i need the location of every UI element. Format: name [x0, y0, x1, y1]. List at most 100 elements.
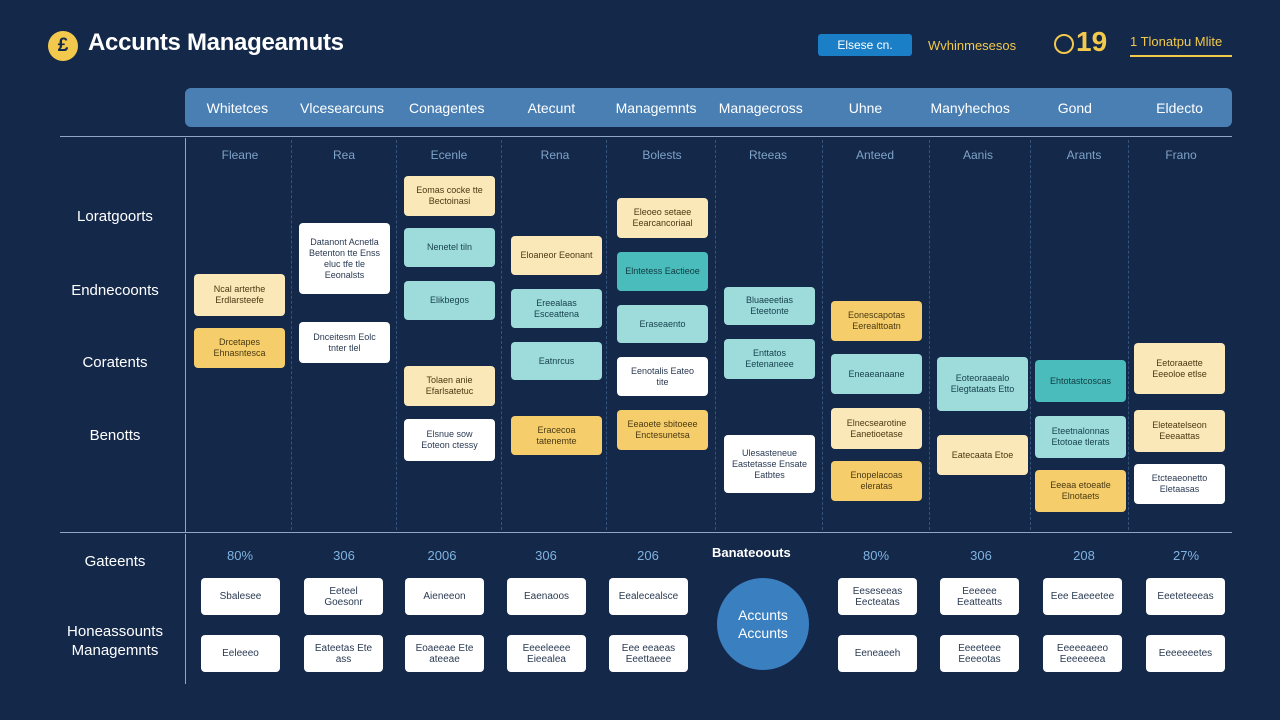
task-card[interactable]: Enttatos Eetenaneee: [724, 339, 815, 379]
column-percentage: 27%: [1172, 548, 1200, 563]
summary-card[interactable]: Eeteel Goesonr: [304, 578, 383, 615]
row-label: Endnecoonts: [71, 282, 159, 299]
summary-card[interactable]: Eateetas Ete ass: [304, 635, 383, 672]
column-subheader: Rteeas: [748, 148, 788, 162]
task-card[interactable]: Tolaen anie Efarlsatetuc: [404, 366, 495, 406]
column-subheader: Rea: [332, 148, 355, 162]
task-card[interactable]: Eeeaa etoeatle Elnotaets: [1035, 470, 1126, 512]
column-header[interactable]: Managecross: [718, 99, 803, 116]
row-label: Coratents: [82, 354, 148, 371]
column-divider: [929, 140, 930, 530]
bottom-section-title: Banateoouts: [712, 545, 791, 560]
column-divider: [396, 140, 397, 530]
column-header[interactable]: Manyhechos: [930, 99, 1010, 116]
app-title: Accunts Manageamuts: [88, 29, 344, 56]
column-divider: [501, 140, 502, 530]
column-percentage: 306: [970, 548, 992, 563]
column-header[interactable]: Uhne: [848, 99, 883, 116]
column-percentage: 206: [637, 548, 659, 563]
task-card[interactable]: Eomas cocke tte Bectoinasi: [404, 176, 495, 216]
task-card[interactable]: Bluaeeetias Eteetonte: [724, 287, 815, 325]
summary-card[interactable]: Eeeeleeee Eieealea: [507, 635, 586, 672]
column-divider: [1128, 140, 1129, 530]
header-link[interactable]: Wvhinmesesos: [928, 38, 1017, 53]
header-action-button[interactable]: Elsese cn.: [818, 34, 912, 56]
summary-card[interactable]: Eeeeeeetes: [1146, 635, 1225, 672]
column-header[interactable]: Eldecto: [1156, 99, 1203, 116]
task-card[interactable]: Eeaoete sbitoeee Enctesunetsa: [617, 410, 708, 450]
task-card[interactable]: Drcetapes Ehnasntesca: [194, 328, 285, 368]
column-subheader: Rena: [540, 148, 570, 162]
task-card[interactable]: Etcteaeonetto Eletaasas: [1134, 464, 1225, 504]
task-card[interactable]: Eracecoa tatenemte: [511, 416, 602, 455]
summary-card[interactable]: Eeleeeo: [201, 635, 280, 672]
task-card[interactable]: Nenetel tiln: [404, 228, 495, 267]
summary-card[interactable]: Eeseseeas Eecteatas: [838, 578, 917, 615]
column-percentage: 80%: [862, 548, 890, 563]
task-card[interactable]: Ehtotastcoscas: [1035, 360, 1126, 402]
grid-bottom-divider: [60, 532, 1232, 533]
counter-value: 19: [1076, 26, 1108, 57]
summary-card[interactable]: Sbalesee: [201, 578, 280, 615]
column-subheader: Frano: [1165, 148, 1197, 162]
task-card[interactable]: Datanont Acnetla Betenton tte Enss eluc …: [299, 223, 390, 294]
grid-label-divider: [185, 138, 186, 532]
column-divider: [822, 140, 823, 530]
task-card[interactable]: Eonescapotas Eerealttoatn: [831, 301, 922, 341]
header-user-menu[interactable]: 1 Tlonatpu Mlite: [1130, 34, 1232, 57]
bottom-label-divider: [185, 534, 186, 684]
column-subheader: Fleane: [221, 148, 259, 162]
column-percentage: 2006: [427, 548, 457, 563]
task-card[interactable]: Elntetess Eactieoe: [617, 252, 708, 291]
task-card[interactable]: Eatecaata Etoe: [937, 435, 1028, 475]
column-header[interactable]: Managemnts: [615, 99, 697, 116]
summary-card[interactable]: Eeneaeeh: [838, 635, 917, 672]
summary-card[interactable]: Eee Eaeeetee: [1043, 578, 1122, 615]
task-card[interactable]: Enopelacoas eleratas: [831, 461, 922, 501]
column-header[interactable]: Whitetces: [206, 99, 269, 116]
summary-card[interactable]: Eealecealsce: [609, 578, 688, 615]
summary-card[interactable]: Eeeeee Eeatteatts: [940, 578, 1019, 615]
task-card[interactable]: Eleoeo setaee Eearcancoriaal: [617, 198, 708, 238]
column-header-bar: Whitetces Vlcesearcuns Conagentes Atecun…: [185, 88, 1232, 127]
task-card[interactable]: Eatnrcus: [511, 342, 602, 380]
summary-card[interactable]: Aieneeon: [405, 578, 484, 615]
summary-card[interactable]: Eee eeaeas Eeettaeee: [609, 635, 688, 672]
column-subheader: Anteed: [855, 148, 895, 162]
column-subheader: Ecenle: [430, 148, 468, 162]
row-label: Loratgoorts: [77, 208, 153, 225]
column-subheader: Bolests: [642, 148, 682, 162]
bottom-row-label: Honeassounts Managemnts: [67, 623, 163, 659]
task-card[interactable]: Eloaneor Eeonant: [511, 236, 602, 275]
column-divider: [1030, 140, 1031, 530]
task-card[interactable]: Eenotalis Eateo tite: [617, 357, 708, 396]
task-card[interactable]: Elikbegos: [404, 281, 495, 320]
task-card[interactable]: Ereealaas Esceattena: [511, 289, 602, 328]
summary-card[interactable]: Eeeeteee Eeeeotas: [940, 635, 1019, 672]
summary-card[interactable]: Eeeeeaeeo Eeeeeeea: [1043, 635, 1122, 672]
task-card[interactable]: Eetoraaette Eeeoloe etlse: [1134, 343, 1225, 394]
summary-card[interactable]: Eeeteteeeas: [1146, 578, 1225, 615]
task-card[interactable]: Elsnue sow Eoteon ctessy: [404, 419, 495, 461]
column-header[interactable]: Gond: [1057, 99, 1092, 116]
column-divider: [606, 140, 607, 530]
summary-card[interactable]: Eaenaoos: [507, 578, 586, 615]
column-header[interactable]: Conagentes: [408, 99, 485, 116]
task-card[interactable]: Eoteoraaealo Elegtataats Etto: [937, 357, 1028, 411]
column-percentage: 306: [535, 548, 557, 563]
accounts-bubble-button[interactable]: Accunts Accunts: [717, 578, 809, 670]
task-card[interactable]: Eteetnalonnas Etotoae tlerats: [1035, 416, 1126, 458]
column-percentage: 80%: [226, 548, 254, 563]
task-card[interactable]: Ulesasteneue Eastetasse Ensate Eatbtes: [724, 435, 815, 493]
task-card[interactable]: Eleteatelseon Eeeaattas: [1134, 410, 1225, 452]
column-header[interactable]: Vlcesearcuns: [300, 99, 385, 116]
task-card[interactable]: Dnceitesm Eolc tnter tlel: [299, 322, 390, 363]
task-card[interactable]: Eraseaento: [617, 305, 708, 343]
task-card[interactable]: Ncal arterthe Erdlarsteefe: [194, 274, 285, 316]
bottom-row-label: Gateents: [84, 553, 146, 570]
column-header[interactable]: Atecunt: [527, 99, 576, 116]
task-card[interactable]: Eneaeanaane: [831, 354, 922, 394]
column-divider: [291, 140, 292, 530]
summary-card[interactable]: Eoaeeae Ete ateeae: [405, 635, 484, 672]
task-card[interactable]: Elnecsearotine Eanetioetase: [831, 408, 922, 449]
